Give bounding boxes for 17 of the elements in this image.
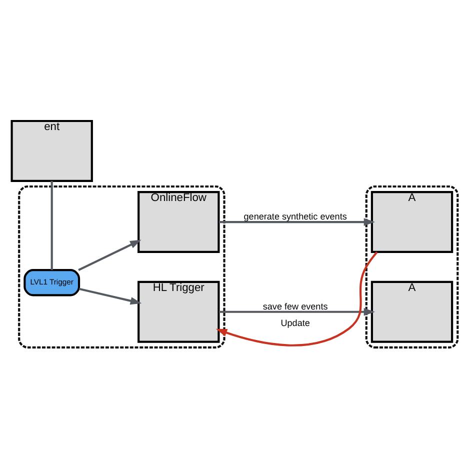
- connector: [50, 180, 52, 270]
- arrow: [218, 218, 375, 226]
- arrow: [215, 252, 378, 346]
- node-box: A: [370, 191, 453, 254]
- node-box: A: [370, 280, 453, 343]
- node-box: HL Trigger: [137, 280, 220, 343]
- arrow: [78, 240, 141, 272]
- node-box: LVL1 Trigger: [23, 269, 80, 296]
- edge-label: save few events: [262, 301, 328, 312]
- arrow: [218, 308, 375, 316]
- edge-label: generate synthetic events: [243, 212, 346, 222]
- node-box: ent: [10, 120, 92, 182]
- cluster: [18, 185, 225, 348]
- arrow: [78, 288, 142, 305]
- edge-label: Update: [280, 318, 310, 328]
- cluster: [364, 185, 458, 348]
- node-box: OnlineFlow: [137, 191, 220, 254]
